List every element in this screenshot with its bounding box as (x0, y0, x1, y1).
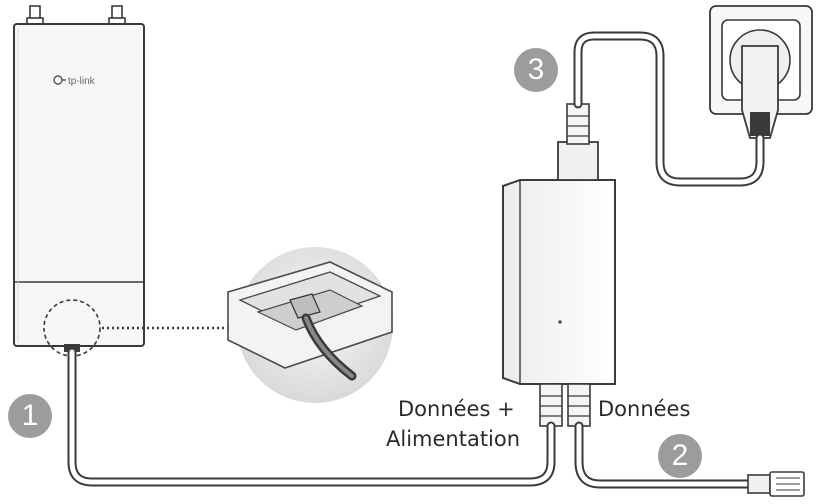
step-badge-3: 3 (514, 48, 558, 92)
brand-logo-text: tp-link (68, 76, 96, 87)
label-data-power-line2: Alimentation (386, 427, 521, 451)
port-zoom-detail (227, 247, 393, 403)
cable-2-fill (576, 423, 751, 487)
access-point-device: tp-link (13, 5, 145, 357)
network-rj45-plug (747, 471, 805, 497)
poe-injector (502, 103, 616, 427)
cable-1-fill (69, 349, 554, 485)
cable-3-fill (575, 33, 763, 185)
step-number: 2 (671, 439, 689, 472)
antenna-right (108, 5, 126, 25)
wall-outlet (709, 5, 813, 139)
label-data-power-line1: Données + (398, 397, 515, 421)
brand-logo: tp-link (53, 75, 96, 87)
step-number: 1 (21, 399, 39, 432)
antenna-left (26, 5, 44, 25)
step-number: 3 (527, 53, 545, 86)
injector-port-data (567, 383, 591, 427)
status-led (558, 320, 562, 324)
step-badge-1: 1 (8, 394, 52, 438)
label-data-only: Données (598, 397, 691, 421)
injector-port-data-power (539, 383, 563, 427)
step-badge-2: 2 (658, 434, 702, 478)
cables (67, 31, 765, 489)
